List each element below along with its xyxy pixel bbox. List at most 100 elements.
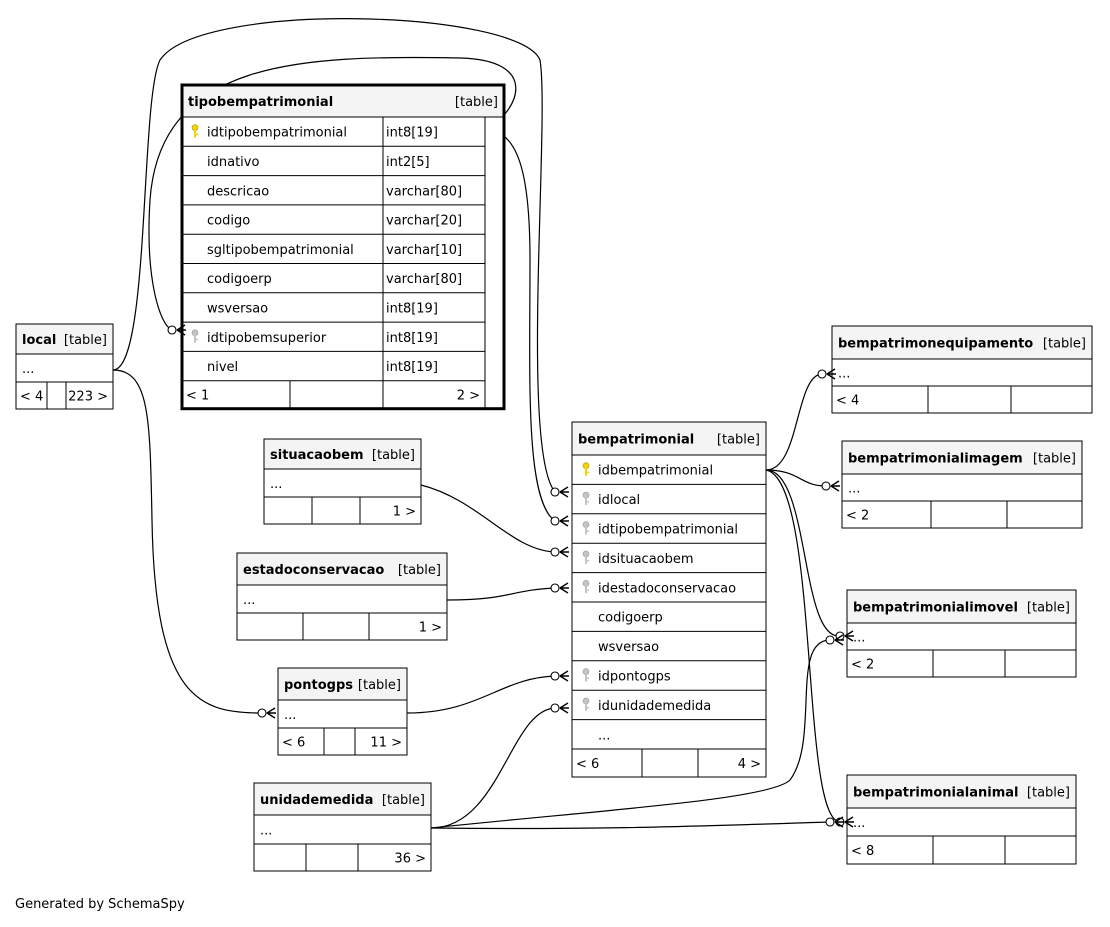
parents-count[interactable]: < 8: [851, 844, 874, 859]
children-count[interactable]: 1 >: [419, 621, 442, 636]
table-kind: [table]: [455, 95, 498, 110]
table-unidademedida[interactable]: unidademedida[table]...36 >: [253, 782, 432, 872]
column-row: wsversao: [572, 630, 766, 655]
children-count[interactable]: 4 >: [738, 757, 761, 772]
edge-estado-bempatrimonial: [446, 587, 556, 601]
table-tipobempatrimonial[interactable]: tipobempatrimonial [table] idtipobempatrim…: [180, 83, 506, 411]
crowfoot-marker: [550, 546, 569, 558]
crowfoot-marker: [550, 702, 569, 714]
column-type: varchar[80]: [386, 184, 462, 199]
column-name: ...: [598, 728, 610, 743]
column-name: ...: [853, 816, 865, 831]
column-name: ...: [243, 593, 255, 608]
edge-local-pontogps: [112, 369, 263, 714]
column-type: int8[19]: [386, 360, 438, 375]
column-name: idunidademedida: [598, 699, 711, 714]
column-row: ...: [260, 824, 272, 839]
crowfoot-marker: [550, 515, 569, 527]
table-header: [832, 326, 1092, 359]
column-row: ...: [853, 816, 865, 831]
table-kind: [table]: [372, 448, 415, 463]
foreign-key-icon: [582, 521, 590, 535]
column-type: int2[5]: [386, 155, 430, 170]
table-name: estadoconservacao: [243, 563, 384, 578]
column-name: codigoerp: [207, 272, 272, 287]
parents-count[interactable]: < 2: [851, 658, 874, 673]
table-header: [16, 324, 113, 354]
parents-count[interactable]: < 6: [282, 736, 305, 751]
table-bempatrimonequipamento[interactable]: bempatrimonequipamento[table]...< 4: [831, 325, 1093, 414]
table-border: [253, 782, 432, 872]
table-border: [846, 589, 1077, 678]
column-row: idbempatrimonial: [582, 462, 713, 479]
table-header: [182, 85, 504, 117]
parents-count[interactable]: < 4: [836, 394, 859, 409]
table-estadoconservacao[interactable]: estadoconservacao[table]...1 >: [236, 552, 448, 641]
crowfoot-marker: [257, 707, 276, 719]
column-name: idestadoconservacao: [598, 581, 736, 596]
table-kind: [table]: [64, 333, 107, 348]
table-name: local: [22, 333, 56, 348]
column-row: ...: [848, 482, 860, 497]
column-row: idtipobempatrimonial: [572, 513, 766, 538]
column-name: idlocal: [598, 493, 640, 508]
children-count[interactable]: 36 >: [394, 852, 426, 867]
parents-count[interactable]: < 1: [186, 389, 209, 404]
column-name: idpontogps: [598, 670, 671, 685]
table-name: bempatrimonialimovel: [853, 601, 1018, 616]
edge-bem-imovel: [765, 469, 841, 637]
table-bempatrimonialimovel[interactable]: bempatrimonialimovel[table]...< 2: [846, 589, 1077, 678]
column-row: idunidademedida: [572, 689, 766, 714]
column-name: idbempatrimonial: [598, 464, 713, 479]
children-count[interactable]: 2 >: [457, 389, 480, 404]
table-nodes: tipobempatrimonial [table] idtipobempatrim…: [15, 83, 1093, 872]
children-count[interactable]: 223 >: [68, 390, 108, 405]
edge-bem-equipamento: [765, 373, 823, 471]
table-border: [841, 440, 1083, 529]
table-header: [842, 441, 1082, 474]
column-row: codigoerp: [572, 601, 766, 626]
table-header: [278, 668, 407, 700]
table-name: situacaobem: [270, 448, 364, 463]
column-name: ...: [838, 367, 850, 382]
table-situacaobem[interactable]: situacaobem [table]... 1 >: [263, 438, 422, 525]
table-border: [831, 325, 1093, 414]
table-bempatrimonial[interactable]: bempatrimonial[table]idbempatrimonialidl…: [571, 421, 767, 778]
table-name: pontogps: [284, 678, 353, 693]
table-bempatrimonialanimal[interactable]: bempatrimonialanimal[table]...< 8: [846, 774, 1077, 865]
table-border: [571, 421, 767, 778]
crowfoot-marker: [167, 324, 186, 336]
column-name: idtipobempatrimonial: [598, 523, 738, 538]
table-kind: [table]: [1033, 452, 1076, 467]
edge-unidade-bempatrimonial: [430, 707, 556, 829]
column-name: descricao: [207, 184, 269, 199]
table-name: tipobempatrimonial: [188, 95, 333, 110]
column-row: ...: [270, 477, 282, 492]
crowfoot-marker: [550, 486, 569, 498]
relationship-markers: [167, 324, 854, 828]
parents-count[interactable]: < 2: [846, 509, 869, 524]
children-count[interactable]: 1 >: [393, 505, 416, 520]
children-count[interactable]: 11 >: [370, 736, 402, 751]
table-border: [15, 323, 114, 410]
parents-count[interactable]: < 4: [20, 390, 43, 405]
column-name: wsversao: [598, 640, 659, 655]
table-bempatrimonialimagem[interactable]: bempatrimonialimagem[table]...< 2: [841, 440, 1083, 529]
parents-count[interactable]: < 6: [576, 757, 599, 772]
column-type: int8[19]: [386, 331, 438, 346]
edge-tipobem-bempatrimonial: [485, 129, 556, 522]
column-name: idtipobempatrimonial: [207, 126, 347, 141]
table-kind: [table]: [1043, 337, 1086, 352]
generated-by-label: Generated by SchemaSpy: [15, 897, 185, 912]
column-row: idestadoconservacao: [572, 572, 766, 596]
crowfoot-marker: [817, 368, 836, 380]
primary-key-icon: [582, 462, 590, 476]
